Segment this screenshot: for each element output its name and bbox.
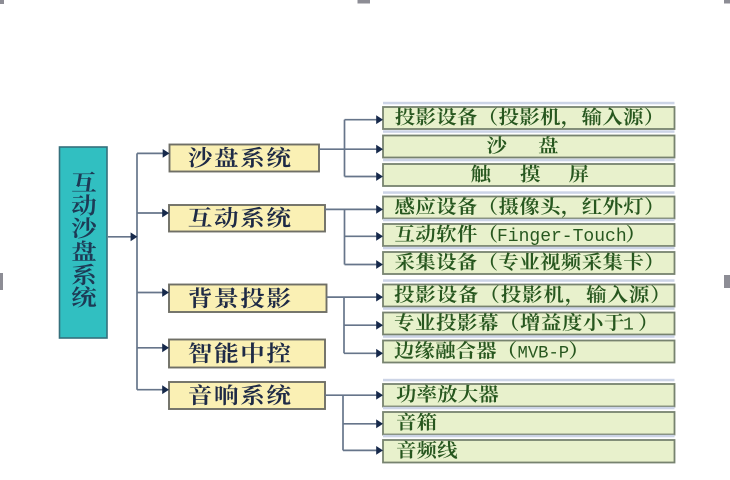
svg-text:1: 1 bbox=[623, 315, 634, 335]
svg-text:MVB-P: MVB-P bbox=[518, 344, 570, 363]
svg-text:Finger-Touch: Finger-Touch bbox=[497, 227, 627, 247]
